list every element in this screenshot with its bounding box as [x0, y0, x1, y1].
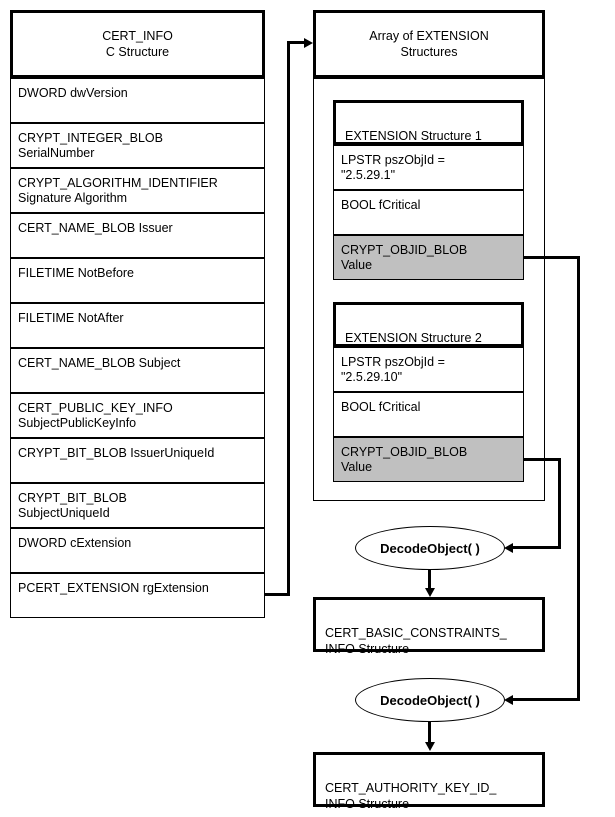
cert-info-field-issuer: CERT_NAME_BLOB Issuer [10, 213, 265, 258]
cert-info-field-issueruniqueid: CRYPT_BIT_BLOB IssuerUniqueId [10, 438, 265, 483]
connector-decode1-arrowhead-icon [424, 588, 435, 597]
extension-1-field-value: CRYPT_OBJID_BLOB Value [333, 235, 524, 280]
extension-array-header-label: Array of EXTENSION Structures [369, 29, 489, 59]
decode-object-node-2[interactable]: DecodeObject( ) [355, 678, 505, 722]
extension-2-field-pszobjid: LPSTR pszObjId = "2.5.29.10" [333, 347, 524, 392]
extension-1-field-fcritical: BOOL fCritical [333, 190, 524, 235]
decode-object-node-1-label: DecodeObject( ) [380, 540, 480, 556]
cert-info-field-dwversion: DWORD dwVersion [10, 78, 265, 123]
cert-info-field-notbefore: FILETIME NotBefore [10, 258, 265, 303]
connector-decode2-to-authority-key-id [428, 722, 431, 744]
decode-object-node-1[interactable]: DecodeObject( ) [355, 526, 505, 570]
cert-info-header-label: CERT_INFO C Structure [102, 29, 173, 59]
cert-info-field-cextension: DWORD cExtension [10, 528, 265, 573]
connector-ext2-value-to-decode1 [513, 546, 561, 549]
extension-1-field-pszobjid: LPSTR pszObjId = "2.5.29.1" [333, 145, 524, 190]
connector-rgextension-horizontal [264, 593, 290, 596]
connector-ext1-value-to-decode2 [513, 698, 580, 701]
cert-authority-key-id-info-label: CERT_AUTHORITY_KEY_ID_ INFO Structure [325, 781, 497, 811]
cert-info-field-subjectpublickeyinfo: CERT_PUBLIC_KEY_INFO SubjectPublicKeyInf… [10, 393, 265, 438]
connector-ext2-value-horizontal [523, 458, 561, 461]
cert-info-field-signature-algorithm: CRYPT_ALGORITHM_IDENTIFIER Signature Alg… [10, 168, 265, 213]
cert-basic-constraints-info-box: CERT_BASIC_CONSTRAINTS_ INFO Structure [313, 597, 545, 656]
extension-2-header: EXTENSION Structure 2 [333, 302, 524, 347]
extension-2-field-fcritical: BOOL fCritical [333, 392, 524, 437]
extension-1-header: EXTENSION Structure 1 [333, 100, 524, 145]
connector-decode2-arrowhead-icon [424, 742, 435, 751]
cert-info-field-serialnumber: CRYPT_INTEGER_BLOB SerialNumber [10, 123, 265, 168]
connector-rgextension-arrowhead-icon [304, 37, 313, 48]
connector-decode1-to-basic-constraints [428, 570, 431, 590]
cert-info-field-notafter: FILETIME NotAfter [10, 303, 265, 348]
connector-rgextension-vertical [287, 41, 290, 595]
cert-basic-constraints-info-label: CERT_BASIC_CONSTRAINTS_ INFO Structure [325, 626, 507, 656]
connector-ext1-value-vertical [577, 256, 580, 701]
extension-array-header: Array of EXTENSION Structures [313, 10, 545, 78]
cert-authority-key-id-info-box: CERT_AUTHORITY_KEY_ID_ INFO Structure [313, 752, 545, 811]
connector-ext2-value-arrowhead-icon [504, 542, 513, 553]
cert-info-field-subjectuniqueid: CRYPT_BIT_BLOB SubjectUniqueId [10, 483, 265, 528]
decode-object-node-2-label: DecodeObject( ) [380, 692, 480, 708]
cert-info-field-subject: CERT_NAME_BLOB Subject [10, 348, 265, 393]
connector-ext1-value-horizontal [523, 256, 580, 259]
connector-rgextension-to-array [287, 41, 307, 44]
extension-2-field-value: CRYPT_OBJID_BLOB Value [333, 437, 524, 482]
extension-1-header-label: EXTENSION Structure 1 [345, 129, 482, 143]
cert-info-header: CERT_INFO C Structure [10, 10, 265, 78]
cert-info-field-rgextension: PCERT_EXTENSION rgExtension [10, 573, 265, 618]
connector-ext2-value-vertical [558, 458, 561, 548]
extension-2-header-label: EXTENSION Structure 2 [345, 331, 482, 345]
connector-ext1-value-arrowhead-icon [504, 694, 513, 705]
extension-array-container [313, 78, 545, 501]
